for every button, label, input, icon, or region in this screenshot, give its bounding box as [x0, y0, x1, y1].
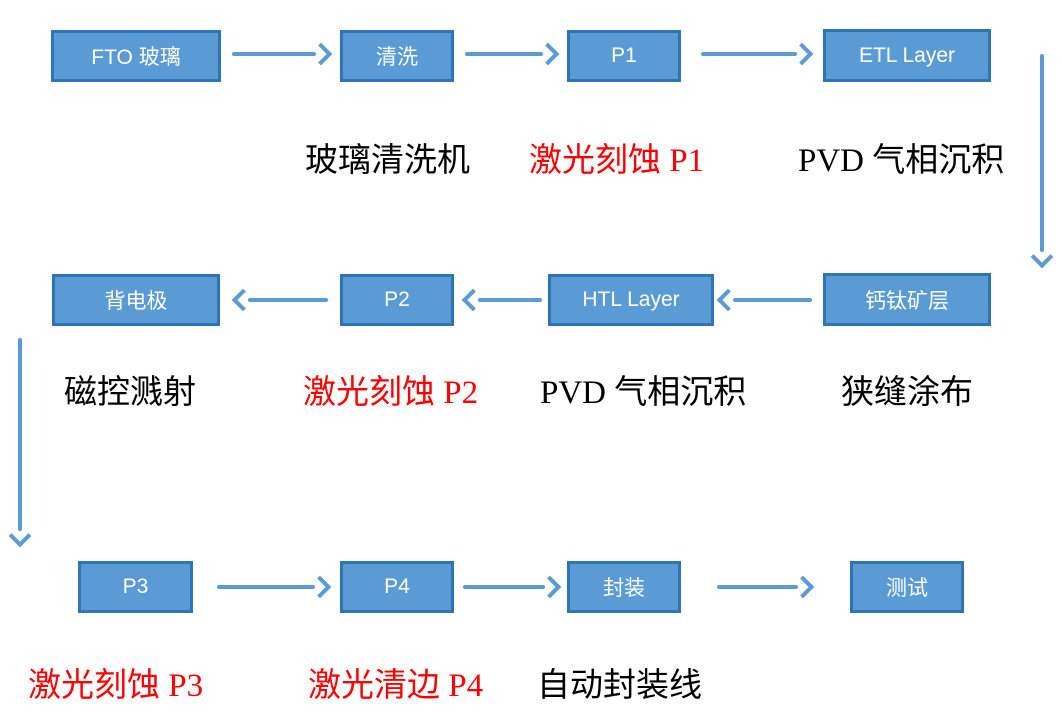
node-encapsulation: 封装: [567, 561, 681, 613]
caption-laser-etch-p1: 激光刻蚀 P1: [529, 143, 705, 179]
arrow-right-icon: [217, 585, 315, 589]
caption-laser-etch-p3: 激光刻蚀 P3: [28, 668, 204, 704]
node-p1: P1: [567, 30, 681, 82]
caption-glass-washer: 玻璃清洗机: [305, 143, 470, 179]
arrow-down-icon: [1040, 54, 1044, 252]
arrow-right-icon: [465, 52, 543, 56]
arrow-right-icon: [717, 585, 798, 589]
caption-pvd-deposition-2: PVD 气相沉积: [540, 375, 747, 411]
caption-slot-die-coating: 狭缝涂布: [841, 375, 973, 411]
arrow-left-icon: [248, 298, 328, 302]
node-etl-layer: ETL Layer: [823, 29, 991, 82]
caption-pvd-deposition-1: PVD 气相沉积: [798, 143, 1005, 179]
arrow-right-icon: [463, 585, 545, 589]
node-htl-layer: HTL Layer: [548, 274, 714, 326]
caption-magnetron-sputtering: 磁控溅射: [64, 375, 196, 411]
node-fto-glass: FTO 玻璃: [51, 30, 221, 82]
node-p3: P3: [78, 561, 193, 613]
caption-laser-etch-p2: 激光刻蚀 P2: [303, 375, 479, 411]
node-p4: P4: [340, 561, 454, 613]
arrow-right-icon: [701, 52, 797, 56]
caption-auto-encapsulation-line: 自动封装线: [537, 668, 702, 704]
node-perovskite-layer: 钙钛矿层: [823, 273, 991, 326]
node-back-electrode: 背电极: [52, 274, 220, 326]
arrow-left-icon: [733, 298, 812, 302]
node-testing: 测试: [850, 561, 964, 613]
node-p2: P2: [340, 274, 454, 326]
caption-laser-edge-clean-p4: 激光清边 P4: [308, 668, 484, 704]
arrow-left-icon: [478, 298, 542, 302]
node-cleaning: 清洗: [340, 30, 454, 82]
arrow-right-icon: [232, 52, 316, 56]
arrow-down-icon: [18, 338, 22, 531]
